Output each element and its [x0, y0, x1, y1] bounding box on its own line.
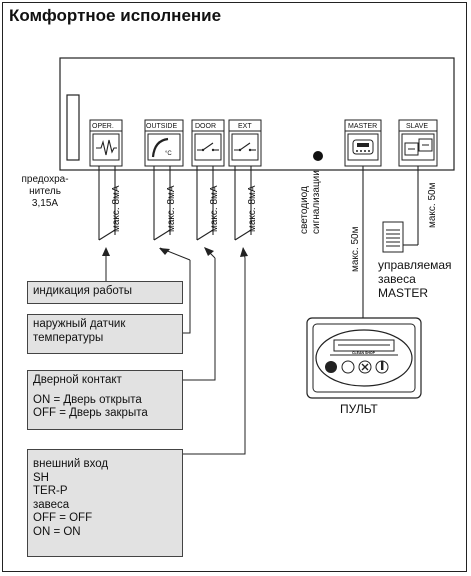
- slave-curtain-line1: управляемая: [378, 258, 452, 272]
- door-contact-box: Дверной контакт ON = Дверь открыта OFF =…: [27, 370, 183, 430]
- slave-curtain-label: управляемая завеса MASTER: [378, 258, 452, 300]
- diagram-title: Комфортное исполнение: [9, 6, 222, 25]
- outside-sensor-line1: наружный датчик: [33, 318, 126, 330]
- slave-curtain-icon: [382, 221, 404, 253]
- remote-label: ПУЛЬТ: [340, 402, 378, 416]
- ext-line-4: завеса: [33, 498, 70, 511]
- master-cable-limit: макс. 50м: [350, 226, 361, 272]
- slave-cable-limit: макс. 50м: [427, 182, 438, 228]
- door-contact-on: ON = Дверь открыта: [33, 393, 142, 406]
- ext-line-1: внешний вход: [33, 458, 109, 470]
- outside-terminal: [144, 119, 184, 167]
- outside-cable-limit: макс. 8мА: [166, 185, 177, 232]
- ext-label: EXT: [238, 123, 252, 130]
- slave-curtain-line2: завеса: [378, 272, 416, 286]
- terminal-cables: [98, 166, 252, 241]
- work-indication-text: индикация работы: [33, 285, 133, 297]
- master-label: MASTER: [348, 123, 378, 130]
- signal-led: [313, 151, 323, 161]
- fuse-label-line2: нитель: [29, 186, 61, 197]
- door-terminal: [191, 119, 225, 167]
- fuse-label: предохра- нитель 3,15А: [18, 174, 72, 210]
- slave-label: SLAVE: [406, 123, 429, 130]
- work-indication-box: индикация работы: [27, 281, 183, 304]
- ext-line-5: OFF = OFF: [33, 512, 93, 524]
- outside-sensor-line2: температуры: [33, 331, 104, 344]
- oper-label: OPER.: [92, 123, 114, 130]
- led-label-line2: сигнализации: [311, 170, 322, 234]
- oper-cable-limit: макс. 8мА: [111, 185, 122, 232]
- fuse-label-line1: предохра-: [21, 174, 69, 185]
- fuse-label-line3: 3,15А: [31, 198, 59, 209]
- led-label-line1: светодиод: [299, 186, 310, 234]
- slave-curtain-line3: MASTER: [378, 286, 429, 300]
- door-contact-off: OFF = Дверь закрыта: [33, 407, 148, 419]
- remote-screen-text: CLEAN SHOP: [352, 351, 375, 355]
- remote-control-icon: [306, 317, 422, 399]
- fuse-slot: [66, 94, 80, 161]
- door-cable-limit: макс. 8мА: [209, 185, 220, 232]
- ext-line-3: TER-P: [33, 485, 68, 497]
- slave-terminal: [398, 119, 438, 167]
- ext-line-6: ON = ON: [33, 525, 81, 538]
- oper-terminal: [89, 119, 123, 167]
- celsius-label: °C: [165, 151, 172, 157]
- door-contact-title: Дверной контакт: [33, 374, 122, 386]
- led-label: светодиод сигнализации: [299, 170, 323, 234]
- door-label: DOOR: [195, 123, 216, 130]
- outside-label: OUTSIDE: [146, 123, 178, 130]
- arrow-heads: [102, 247, 248, 257]
- outside-sensor-box: наружный датчик температуры: [27, 314, 183, 354]
- ext-line-2: SH: [33, 471, 49, 484]
- ext-cable-limit: макс. 8мА: [247, 185, 258, 232]
- ext-terminal: [228, 119, 262, 167]
- master-terminal: [344, 119, 382, 167]
- external-input-box: внешний вход SH TER-P завеса OFF = OFF O…: [27, 449, 183, 557]
